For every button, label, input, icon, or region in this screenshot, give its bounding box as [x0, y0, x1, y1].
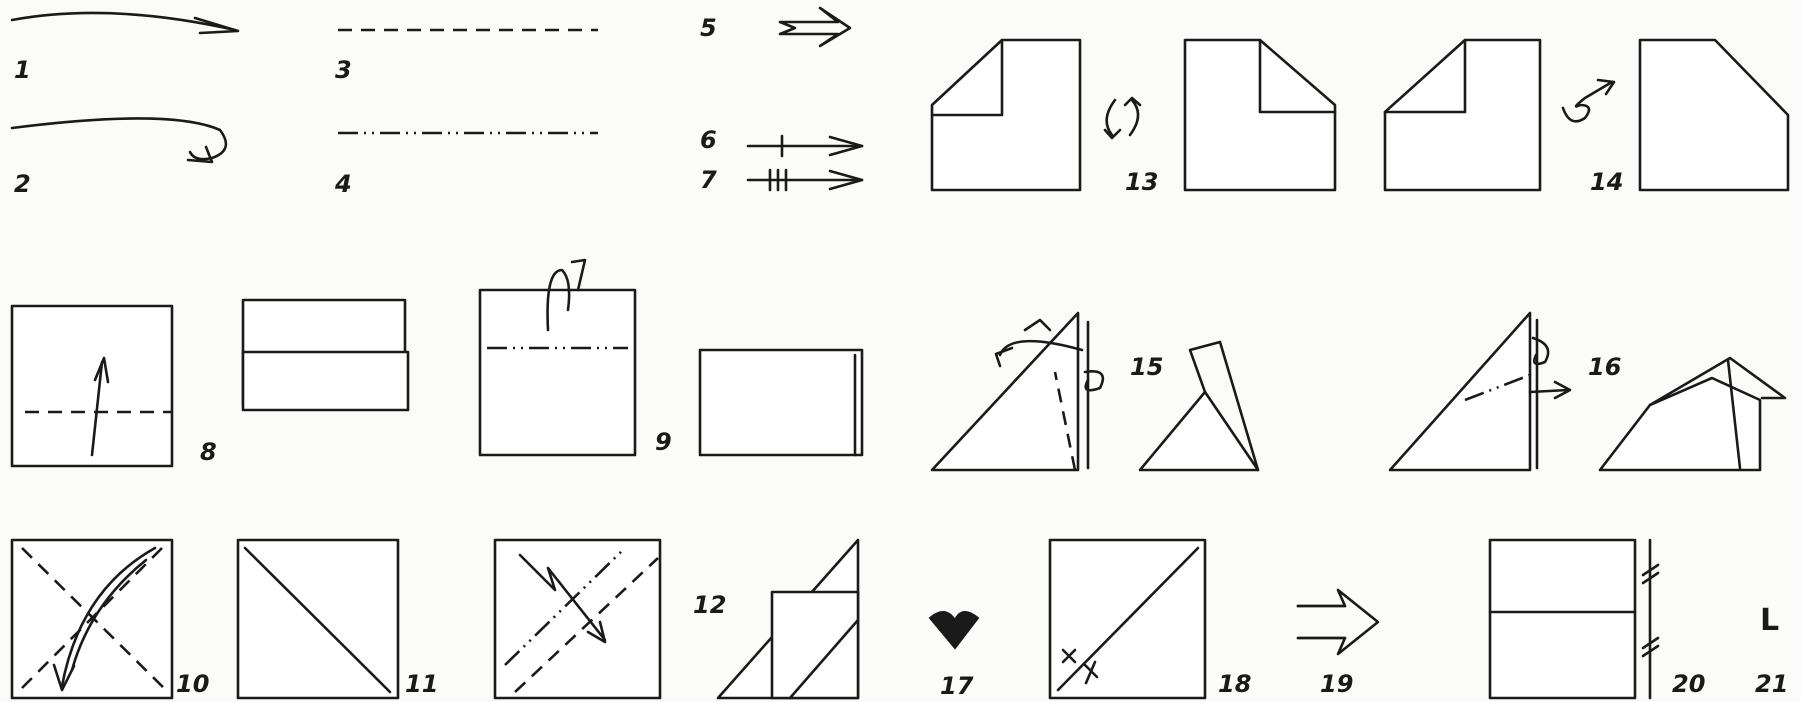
label-14: 14	[1590, 168, 1624, 196]
label-4: 4	[335, 170, 352, 198]
label-17: 17	[940, 672, 974, 700]
label-6: 6	[700, 126, 717, 154]
label-1: 1	[14, 56, 31, 84]
label-20: 20	[1672, 670, 1706, 698]
symbol-20-equal-segments	[1488, 538, 1660, 700]
label-18: 18	[1218, 670, 1252, 698]
label-10: 10	[176, 670, 210, 698]
label-16: 16	[1588, 353, 1622, 381]
pleat-fold	[493, 538, 662, 700]
symbol-17-mark	[928, 611, 980, 650]
label-2: 2	[14, 170, 31, 198]
symbol-19-hollow-arrow	[1296, 588, 1380, 656]
label-9: 9	[655, 428, 672, 456]
symbol-2-fold-behind-arrow	[10, 117, 228, 164]
symbol-8-valley-fold	[10, 298, 410, 468]
label-13: 13	[1125, 168, 1159, 196]
label-19: 19	[1320, 670, 1354, 698]
symbol-7-triple-tick-arrow	[746, 168, 864, 192]
label-11: 11	[405, 670, 439, 698]
label-8: 8	[200, 438, 217, 466]
symbol-16-outside-reverse-fold	[1388, 311, 1787, 472]
symbol-12-pleat-result	[716, 538, 860, 700]
label-15: 15	[1130, 353, 1164, 381]
symbol-19-shaft	[1296, 604, 1347, 640]
symbol-9-mountain-fold	[478, 258, 864, 457]
symbol-18-match-points	[1048, 538, 1207, 700]
label-5: 5	[700, 14, 717, 42]
symbol-15-inside-reverse-fold	[930, 311, 1260, 472]
symbol-6-tick-arrow	[746, 134, 864, 158]
symbol-21-l-mark: L	[1760, 603, 1780, 638]
label-7: 7	[700, 166, 717, 194]
label-12: 12	[693, 591, 727, 619]
symbol-13-turn-over	[930, 38, 1337, 192]
symbol-10-diagonal-fold	[10, 538, 174, 700]
symbol-1-fold-arrow	[10, 11, 240, 35]
symbol-14-rotate	[1383, 38, 1790, 192]
label-3: 3	[335, 56, 352, 84]
label-21: 21	[1755, 670, 1789, 698]
symbol-11-crease	[236, 538, 400, 700]
symbol-5-push-arrow	[778, 6, 852, 48]
